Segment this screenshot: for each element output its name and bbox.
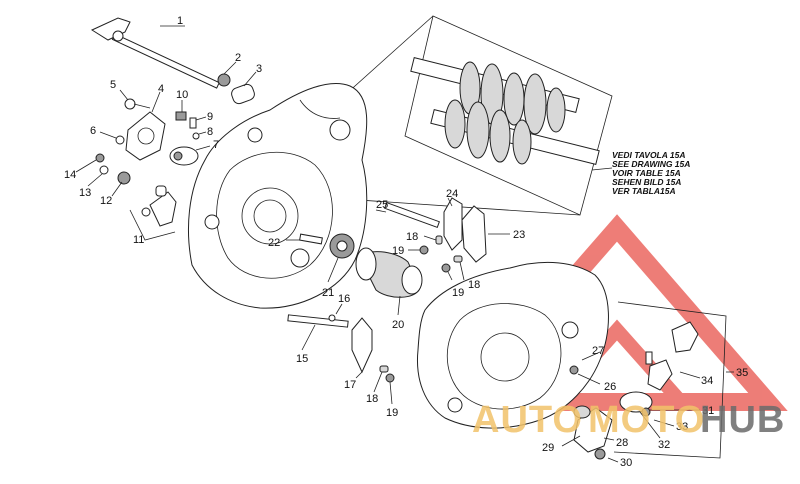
watermark-text-moto: MOTO — [588, 399, 705, 441]
label-13: 13 — [79, 187, 91, 199]
part-21-star — [327, 233, 355, 283]
part-31-32-33-assembly — [619, 391, 700, 439]
label-32: 32 — [658, 439, 670, 451]
gearbox-inset: VEDI TAVOLA 15A SEE DRAWING 15A VOIR TAB… — [296, 15, 690, 216]
inset-caption-line-3: VOIR TABLE 15A — [612, 168, 681, 178]
label-35: 35 — [736, 367, 748, 379]
label-28: 28 — [616, 437, 628, 449]
label-17: 17 — [344, 379, 356, 391]
left-crankcase — [188, 83, 368, 309]
part-25-fork-rod — [375, 201, 440, 229]
label-14: 14 — [64, 169, 76, 181]
part-34-35-bracket — [613, 301, 734, 459]
part-13-washer — [87, 165, 109, 187]
part-20-selector-drum — [355, 247, 423, 316]
label-6: 6 — [90, 125, 96, 137]
part-18-19-upper — [408, 235, 465, 281]
label-33: 33 — [676, 421, 688, 433]
part-2-spring — [217, 61, 237, 87]
label-27: 27 — [592, 345, 604, 357]
part-4-plate — [125, 91, 166, 161]
part-10-block — [175, 100, 187, 121]
inset-caption-line-5: VER TABLA15A — [612, 186, 676, 196]
part-16-clip — [328, 303, 343, 322]
label-25: 25 — [376, 199, 388, 211]
label-22: 22 — [268, 237, 280, 249]
label-3: 3 — [256, 63, 262, 75]
right-crankcase — [416, 261, 609, 429]
label-34: 34 — [701, 375, 713, 387]
part-5-bolt — [119, 89, 151, 110]
label-19-upper-b: 19 — [452, 287, 464, 299]
part-28-29-30-switch — [561, 405, 619, 463]
part-22-screw — [286, 233, 323, 245]
label-21: 21 — [322, 287, 334, 299]
part-7-selector — [169, 145, 211, 166]
part-labels: 1 2 3 4 5 6 7 8 9 10 11 12 13 14 15 16 1… — [64, 15, 748, 469]
part-12-gear — [111, 171, 131, 197]
label-7: 7 — [213, 139, 219, 151]
part-26-27-sensor — [569, 351, 601, 385]
label-1: 1 — [177, 15, 183, 27]
label-20: 20 — [392, 319, 404, 331]
label-16: 16 — [338, 293, 350, 305]
label-10: 10 — [176, 89, 188, 101]
watermark-text-auto: AUTO — [472, 399, 583, 441]
label-19-upper-a: 19 — [392, 245, 404, 257]
label-26: 26 — [604, 381, 616, 393]
label-18-upper-a: 18 — [406, 231, 418, 243]
label-24: 24 — [446, 188, 458, 200]
part-23-fork — [461, 205, 510, 263]
label-30: 30 — [620, 457, 632, 469]
label-31: 31 — [702, 405, 714, 417]
label-29: 29 — [542, 442, 554, 454]
part-14-nut — [75, 153, 105, 173]
label-4: 4 — [158, 83, 164, 95]
label-2: 2 — [235, 52, 241, 64]
part-3-bushing — [231, 71, 257, 105]
inset-caption-line-1: VEDI TAVOLA 15A — [612, 150, 686, 160]
label-5: 5 — [110, 79, 116, 91]
label-12: 12 — [100, 195, 112, 207]
label-9: 9 — [207, 111, 213, 123]
part-15-fork-shaft — [287, 314, 349, 351]
label-19-lower: 19 — [386, 407, 398, 419]
inset-caption-line-2: SEE DRAWING 15A — [612, 159, 690, 169]
part-1-shift-shaft — [90, 17, 220, 89]
part-8-pin — [192, 131, 207, 140]
label-23: 23 — [513, 229, 525, 241]
label-18-lower: 18 — [366, 393, 378, 405]
gear-cluster-lower — [444, 99, 532, 165]
inset-caption-line-4: SEHEN BILD 15A — [612, 177, 681, 187]
label-15: 15 — [296, 353, 308, 365]
part-6-bolt — [99, 131, 125, 145]
label-11: 11 — [133, 234, 144, 246]
part-18-19-lower — [373, 365, 395, 405]
part-11-lever — [129, 185, 177, 241]
label-18-upper-b: 18 — [468, 279, 480, 291]
watermark-text: AUTO MOTO HUB — [472, 399, 785, 441]
part-17-fork — [351, 317, 373, 379]
part-9-spring — [189, 116, 207, 129]
watermark-text-hub: HUB — [700, 399, 785, 441]
part-24-fork — [443, 197, 463, 251]
label-8: 8 — [207, 126, 213, 138]
